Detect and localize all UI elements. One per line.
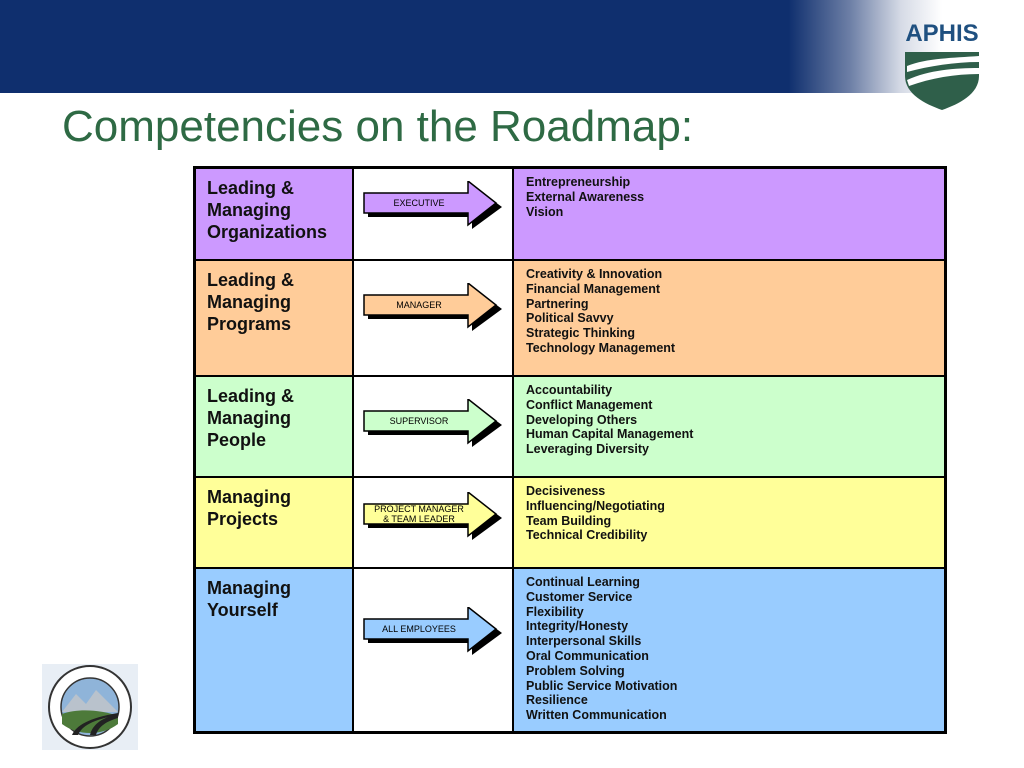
competency-item: Technology Management	[526, 340, 676, 355]
competency-item: Customer Service	[526, 589, 633, 604]
competency-item: Written Communication	[526, 708, 667, 723]
competency-item: Oral Communication	[526, 648, 649, 663]
competency-item: Human Capital Management	[526, 427, 694, 442]
arrow-right-icon	[363, 399, 502, 447]
competency-item: Conflict Management	[526, 397, 653, 412]
level-name-line: Yourself	[207, 600, 278, 620]
competency-item: Partnering	[526, 296, 589, 311]
role-arrow: ALL EMPLOYEES	[362, 607, 502, 659]
level-name-line: Managing	[207, 200, 291, 220]
competency-item: Flexibility	[526, 604, 584, 619]
page-title: Competencies on the Roadmap:	[62, 102, 694, 151]
role-arrow: PROJECT MANAGER& TEAM LEADER	[362, 492, 502, 544]
role-cell: PROJECT MANAGER& TEAM LEADER	[354, 478, 514, 567]
competency-item: Team Building	[526, 513, 612, 528]
competency-item: Interpersonal Skills	[526, 634, 642, 649]
competency-item: Strategic Thinking	[526, 326, 636, 341]
role-label-line: PROJECT MANAGER	[374, 504, 464, 514]
level-name-line: Managing	[207, 487, 291, 507]
level-name-line: Leading &	[207, 270, 295, 290]
competency-item: External Awareness	[526, 189, 645, 204]
competency-item: Creativity & Innovation	[526, 267, 663, 281]
competency-item: Political Savvy	[526, 311, 614, 326]
aphis-logo-text: APHIS	[905, 20, 979, 47]
role-cell: EXECUTIVE	[354, 169, 514, 259]
competency-item: Resilience	[526, 693, 588, 708]
arrow-right-icon	[363, 607, 502, 655]
competency-item: Entrepreneurship	[526, 175, 631, 189]
level-name-line: Organizations	[207, 222, 328, 242]
competency-item: Leveraging Diversity	[526, 442, 649, 457]
role-label-line: & TEAM LEADER	[383, 514, 455, 524]
level-name-line: Leading &	[207, 386, 295, 406]
role-cell: MANAGER	[354, 261, 514, 375]
level-name-line: Programs	[207, 314, 292, 334]
aphis-logo: APHIS	[900, 20, 984, 116]
competency-item: Vision	[526, 204, 564, 219]
role-label-line: ALL EMPLOYEES	[382, 624, 456, 634]
competency-item: Technical Credibility	[526, 528, 648, 543]
competency-item: Decisiveness	[526, 484, 606, 498]
level-name-line: Managing	[207, 292, 291, 312]
aphis-shield-icon	[905, 52, 979, 110]
role-label: EXECUTIVE	[368, 198, 470, 208]
role-arrow: MANAGER	[362, 283, 502, 335]
role-cell: ALL EMPLOYEES	[354, 569, 514, 731]
competency-item: Continual Learning	[526, 575, 640, 589]
role-label-line: EXECUTIVE	[393, 198, 445, 208]
competency-item: Financial Management	[526, 281, 661, 296]
level-name-line: People	[207, 430, 267, 450]
role-label: MANAGER	[368, 300, 470, 310]
competency-item: Influencing/Negotiating	[526, 498, 665, 513]
role-label-line: SUPERVISOR	[389, 416, 449, 426]
competency-item: Problem Solving	[526, 663, 625, 678]
level-name-line: Managing	[207, 578, 291, 598]
level-name-line: Leading &	[207, 178, 295, 198]
competency-item: Integrity/Honesty	[526, 619, 629, 634]
role-label-line: MANAGER	[396, 300, 442, 310]
header-banner	[0, 0, 1024, 93]
roadmap-seal	[42, 664, 138, 750]
role-label: PROJECT MANAGER& TEAM LEADER	[368, 504, 470, 524]
role-cell: SUPERVISOR	[354, 377, 514, 476]
role-arrow: SUPERVISOR	[362, 399, 502, 451]
role-label: SUPERVISOR	[368, 416, 470, 426]
role-arrow: EXECUTIVE	[362, 181, 502, 233]
arrow-right-icon	[363, 283, 502, 331]
level-name-line: Managing	[207, 408, 291, 428]
competency-item: Developing Others	[526, 412, 638, 427]
level-name-line: Projects	[207, 509, 279, 529]
competency-item: Accountability	[526, 383, 613, 397]
role-label: ALL EMPLOYEES	[368, 624, 470, 634]
competency-item: Public Service Motivation	[526, 678, 678, 693]
arrow-right-icon	[363, 181, 502, 229]
arrow-right-icon	[363, 492, 502, 540]
